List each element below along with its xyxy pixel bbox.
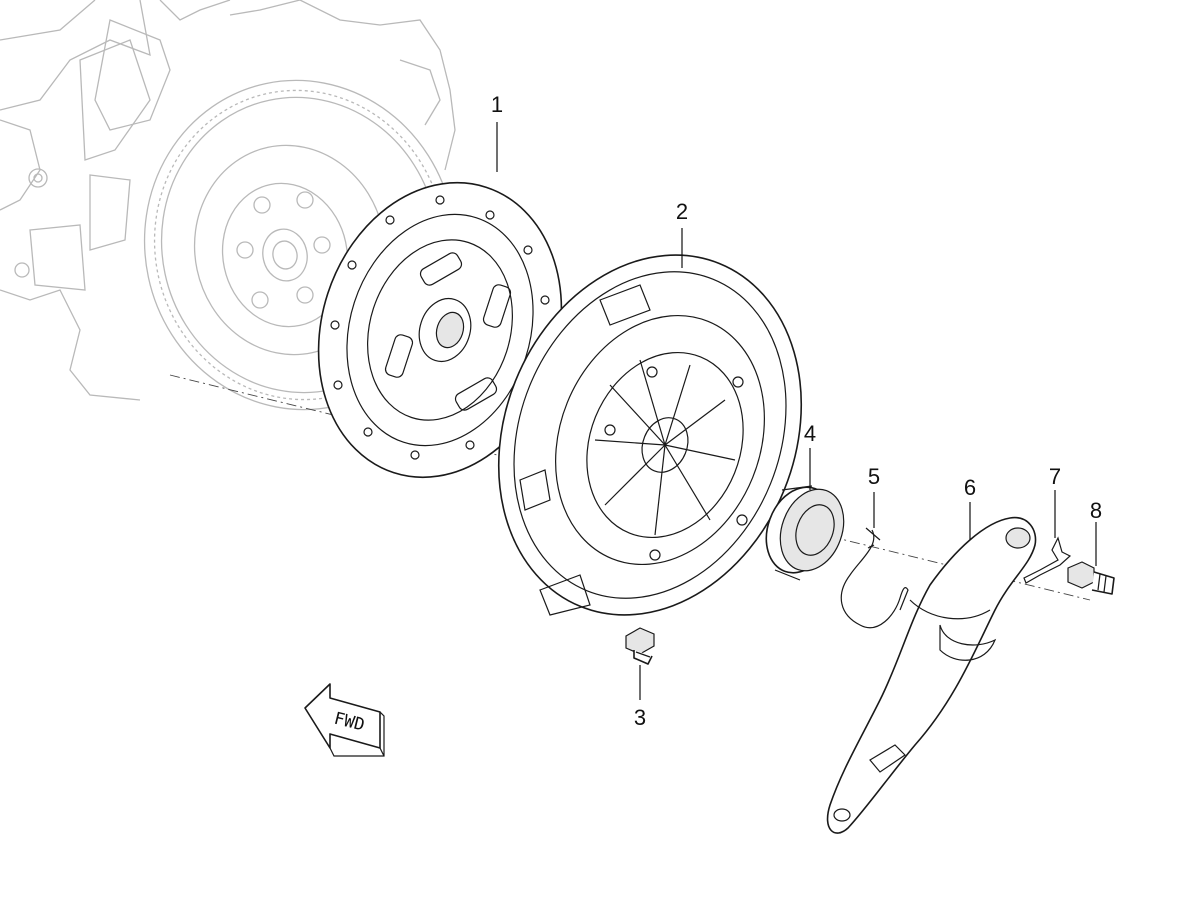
callout-labels: 1 2 3 4 5 6 7 8: [491, 92, 1102, 730]
pivot-stud: [1067, 561, 1115, 595]
callout-3: 3: [634, 705, 646, 730]
centre-axis-line: [169, 374, 1091, 601]
callout-7: 7: [1049, 464, 1061, 489]
forward-arrow-icon: FWD: [304, 683, 385, 757]
pressure-plate: [497, 254, 803, 616]
callout-6: 6: [964, 475, 976, 500]
flywheel-bolts: [236, 191, 331, 309]
retaining-spring: [840, 527, 909, 629]
callout-2: 2: [676, 199, 688, 224]
callout-4: 4: [804, 421, 816, 446]
pressure-plate-rivets: [604, 366, 748, 561]
damper-springs: [384, 252, 512, 411]
callout-1: 1: [491, 92, 503, 117]
diaphragm-fingers: [594, 359, 736, 536]
fork-clip: [1023, 536, 1072, 584]
callout-8: 8: [1090, 498, 1102, 523]
leader-lines: [496, 122, 1097, 700]
release-bearing: [765, 485, 845, 581]
release-fork: [826, 516, 1037, 834]
pressure-plate-bolt: [625, 627, 655, 665]
callout-5: 5: [868, 464, 880, 489]
clutch-disc: [317, 181, 563, 479]
